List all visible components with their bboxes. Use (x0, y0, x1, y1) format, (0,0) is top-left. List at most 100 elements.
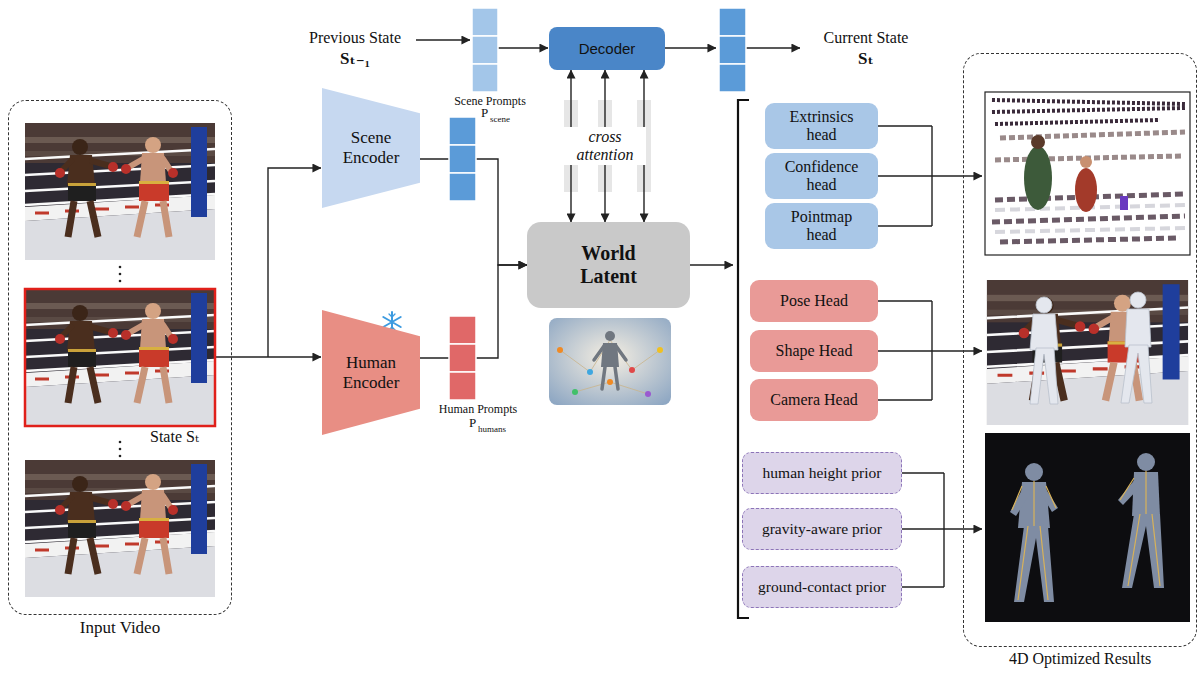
node-text: Scene Encoder (334, 128, 408, 167)
state-symbol: Sₜ₋₁ (340, 49, 370, 69)
ellipsis-dots (119, 280, 122, 283)
latent-illustration (572, 389, 578, 395)
latent-illustration (645, 391, 651, 397)
point-cloud-result (992, 100, 1185, 124)
arrow-line (215, 40, 982, 587)
mesh-result (1036, 297, 1052, 313)
mesh-result (1030, 314, 1058, 350)
node-text: Pose Head (780, 292, 848, 310)
prompt-label: Scene Prompts (454, 95, 526, 109)
video-frame (25, 123, 215, 260)
encoder-block: Human Encoder (322, 310, 420, 435)
latent-illustration (605, 331, 615, 341)
head-box: Confidence head (765, 153, 878, 199)
decoder-box: Decoder (549, 27, 665, 70)
prior-box: gravity-aware prior (742, 508, 902, 550)
state-label: Previous State (309, 29, 401, 47)
point-cloud-result (1024, 146, 1052, 210)
point-cloud-result (1075, 168, 1097, 212)
video-frame (25, 289, 215, 426)
arrow-line (932, 175, 982, 176)
results-panel: 4D Optimized Results (963, 53, 1197, 647)
node-text: Pointmap head (779, 208, 865, 245)
skeleton-result (1122, 514, 1164, 588)
latent-illustration (607, 379, 613, 385)
latent-box: World Latent (527, 222, 690, 308)
mesh-result (1030, 348, 1058, 404)
mesh-result (1125, 309, 1151, 347)
prompt-label: Human Prompts (439, 403, 517, 417)
point-cloud-result (1120, 196, 1128, 210)
point-cloud-result (985, 92, 1190, 255)
skeleton-result (1014, 526, 1054, 602)
point-cloud-result (995, 132, 1185, 160)
head-box: Extrinsics head (765, 103, 878, 149)
input-video-panel: Input Video (8, 100, 232, 615)
node-text: human height prior (763, 464, 882, 482)
mesh-result (1130, 292, 1146, 308)
ellipsis-dots (119, 273, 122, 276)
prior-box: human height prior (742, 452, 902, 494)
cross-attention-band (564, 100, 651, 192)
latent-illustration (560, 340, 660, 394)
prompt-token (719, 64, 746, 92)
encoder-block: Scene Encoder (322, 88, 420, 208)
mesh-result (1121, 345, 1152, 403)
skeleton-result (1137, 453, 1155, 471)
latent-illustration (657, 347, 663, 353)
latent-illustration (549, 318, 671, 405)
prompt-token (449, 316, 476, 344)
ellipsis-dots (119, 266, 122, 269)
node-text: Confidence head (779, 158, 865, 195)
video-frame (25, 289, 215, 426)
head-box: Camera Head (750, 379, 878, 421)
node-text: Shape Head (776, 342, 853, 360)
node-text: ground-contact prior (758, 578, 886, 596)
node-text: Camera Head (770, 391, 858, 409)
ellipsis-dots (119, 455, 122, 458)
head-box: Shape Head (750, 330, 878, 372)
head-box: Pose Head (750, 280, 878, 322)
arrow-line (690, 264, 733, 265)
skeleton-result (1012, 471, 1160, 600)
latent-illustration (549, 318, 671, 405)
prompt-subscript: scene (490, 114, 510, 124)
skeleton-result (1118, 478, 1140, 505)
node-text: World Latent (564, 242, 654, 288)
video-frame (25, 123, 215, 597)
arrow-line (878, 126, 932, 226)
point-cloud-result (1080, 156, 1092, 168)
prompt-subscript: humans (478, 424, 506, 434)
connector (420, 159, 527, 265)
arrow-line (665, 47, 716, 48)
arrow-line (416, 39, 470, 40)
ellipsis-dots (119, 448, 122, 451)
head-box: Pointmap head (765, 203, 878, 249)
mesh-result (987, 280, 1188, 425)
latent-illustration (629, 367, 635, 373)
point-cloud-result (1031, 135, 1045, 149)
latent-illustration (594, 346, 626, 389)
prompt-token (472, 36, 498, 64)
point-cloud-result (985, 92, 1190, 255)
video-frame (25, 460, 215, 597)
skeleton-result (985, 433, 1190, 622)
state-label: Current State (824, 29, 909, 47)
panel-caption: 4D Optimized Results (964, 650, 1196, 668)
mesh-result (987, 280, 1188, 425)
prompt-token (719, 36, 746, 64)
prompt-symbol: P (469, 416, 476, 431)
prompt-token (449, 117, 476, 145)
node-text: Human Encoder (334, 353, 408, 392)
prompt-token (472, 64, 498, 92)
frame-label: State Sₜ (150, 428, 199, 446)
prior-box: ground-contact prior (742, 566, 902, 608)
skeleton-result (1010, 453, 1164, 602)
ellipsis-dots (119, 266, 122, 458)
panel-caption: Input Video (9, 618, 231, 638)
arrow-line (268, 168, 321, 357)
prompt-token (449, 145, 476, 173)
node-text: Decoder (579, 40, 636, 57)
